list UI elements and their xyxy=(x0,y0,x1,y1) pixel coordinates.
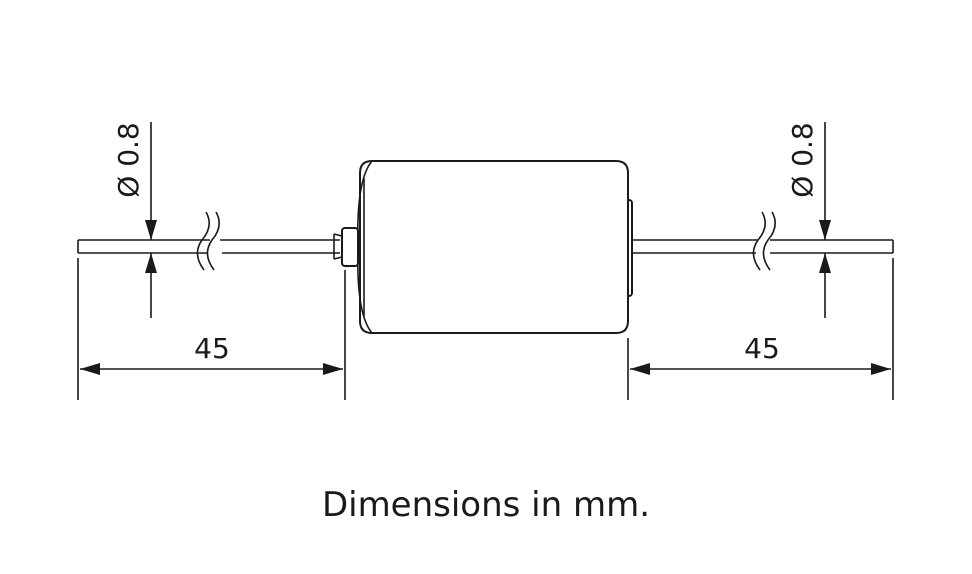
dimensions-caption: Dimensions in mm. xyxy=(322,485,650,525)
right-length-extension-lines xyxy=(627,258,894,400)
left-break-mark xyxy=(196,211,220,271)
right-diameter-arrow-top xyxy=(819,220,831,240)
left-diameter-label: Ø 0.8 xyxy=(112,122,145,197)
left-diameter-arrow-top xyxy=(145,220,157,240)
left-lead-wire xyxy=(77,239,340,254)
right-break-mark xyxy=(752,211,776,271)
right-diameter-arrow-bottom xyxy=(819,253,831,273)
left-length-label: 45 xyxy=(194,332,230,365)
left-diameter-arrow-bottom xyxy=(145,253,157,273)
right-length-arrow-start xyxy=(630,363,650,375)
left-diameter-dimension xyxy=(145,122,157,318)
right-length-dimension-line xyxy=(630,363,891,375)
left-length-extension-lines xyxy=(77,258,346,400)
left-length-arrow-end xyxy=(323,363,343,375)
right-length-arrow-end xyxy=(871,363,891,375)
left-length-arrow-start xyxy=(80,363,100,375)
right-diameter-label: Ø 0.8 xyxy=(786,122,819,197)
right-lead-wire xyxy=(632,239,894,254)
left-length-dimension-line xyxy=(80,363,343,375)
component-body xyxy=(333,160,633,334)
right-length-label: 45 xyxy=(744,332,780,365)
right-diameter-dimension xyxy=(819,122,831,318)
